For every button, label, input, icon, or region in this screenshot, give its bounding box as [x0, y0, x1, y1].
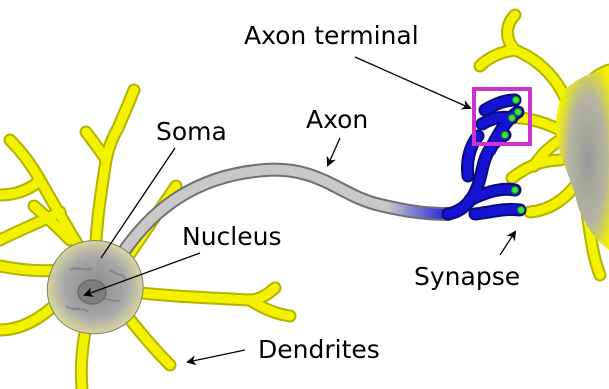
label-axon-terminal: Axon terminal [244, 22, 419, 50]
label-soma: Soma [156, 118, 227, 146]
arrow-axon [328, 138, 340, 165]
label-axon: Axon [306, 106, 368, 134]
label-synapse: Synapse [414, 263, 520, 291]
arrow-dendrites [188, 350, 245, 362]
axon [112, 170, 448, 270]
arrow-synapse [500, 232, 515, 255]
arrow-axon-terminal [355, 57, 470, 108]
label-dendrites: Dendrites [258, 336, 380, 364]
label-nucleus: Nucleus [182, 223, 282, 251]
